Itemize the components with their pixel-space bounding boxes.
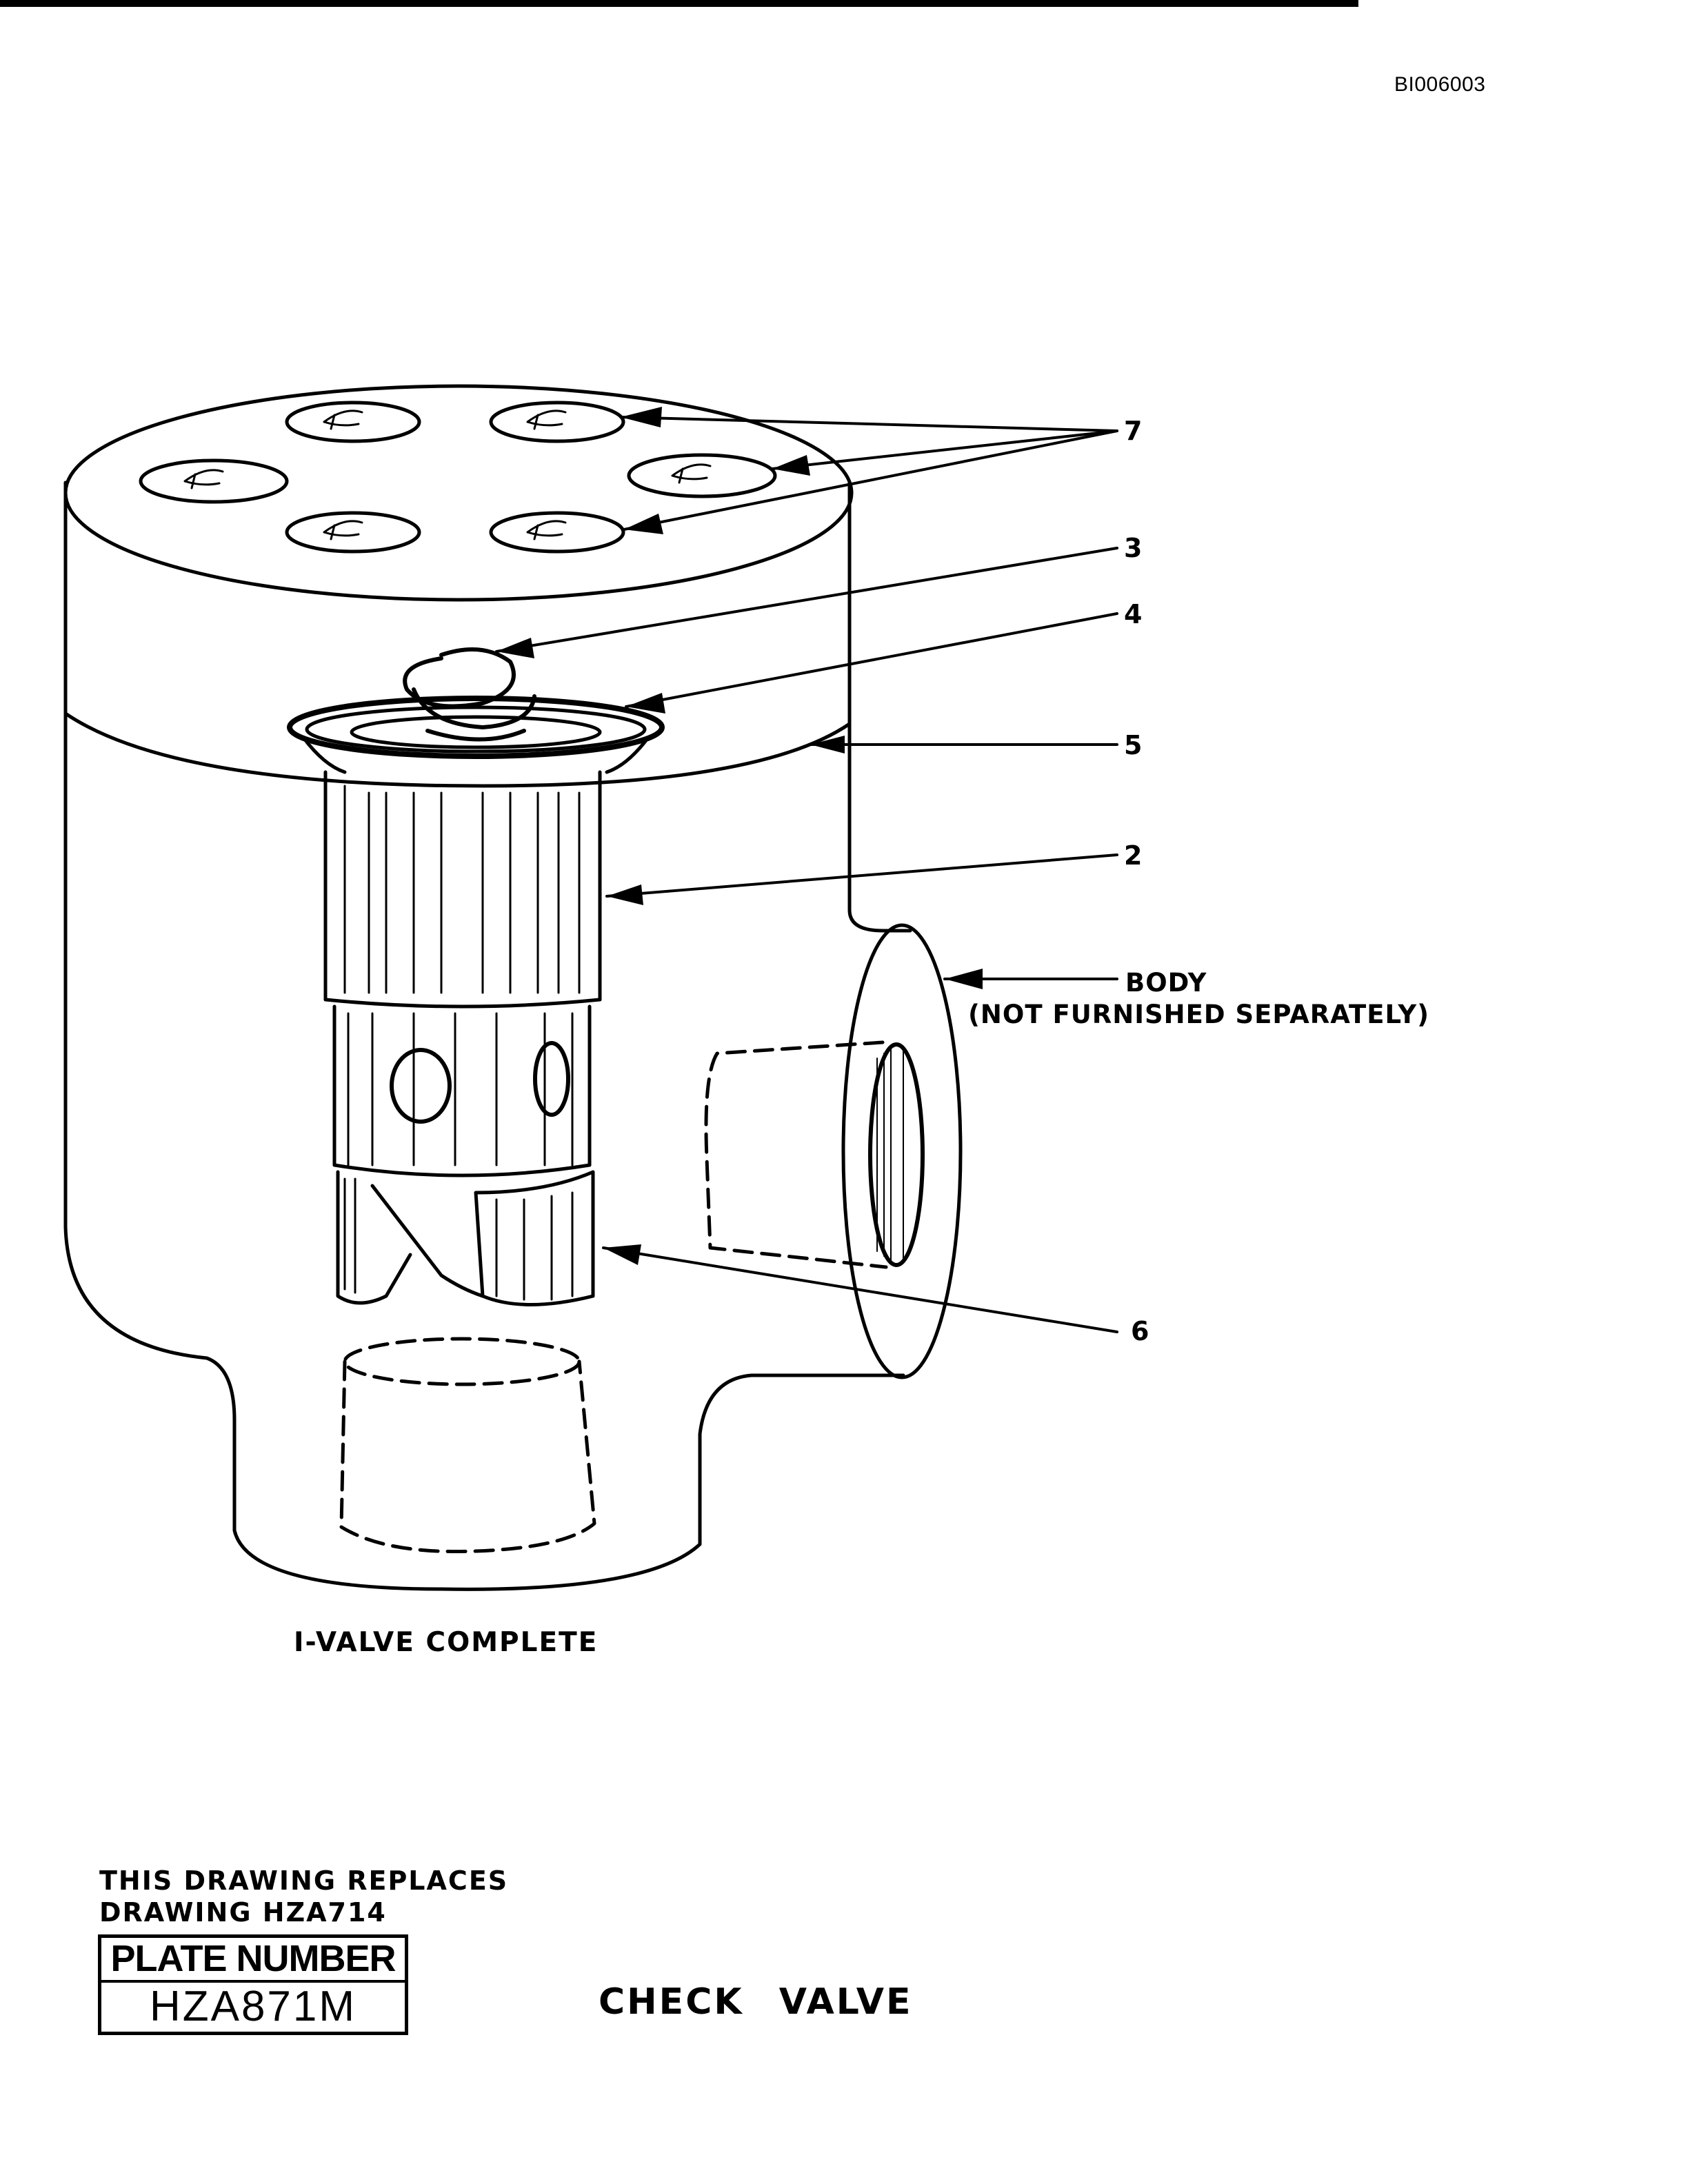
seat-ring — [287, 696, 665, 774]
callout-2: 2 — [1124, 840, 1143, 871]
replacement-note: THIS DRAWING REPLACES DRAWING HZA714 — [99, 1866, 508, 1928]
figure-caption: I-VALVE COMPLETE — [294, 1627, 599, 1658]
replacement-note-line1: THIS DRAWING REPLACES — [99, 1866, 509, 1896]
callout-6: 6 — [1131, 1316, 1149, 1346]
valve-body — [63, 384, 963, 1591]
drawing-title: CHECK VALVE — [599, 1981, 913, 2023]
leader-lines — [495, 416, 1118, 1333]
body-callout-line2: (NOT FURNISHED SEPARATELY) — [968, 1000, 1430, 1030]
spring — [403, 647, 536, 742]
valve-cage — [323, 770, 602, 1177]
body-callout: BODY (NOT FURNISHED SEPARATELY) — [968, 967, 1429, 1031]
plate-number-label: PLATE NUMBER — [101, 1938, 405, 1983]
callout-7: 7 — [1124, 416, 1143, 446]
callout-5: 5 — [1124, 730, 1143, 760]
top-border — [0, 0, 1358, 7]
body-callout-line1: BODY — [1125, 968, 1207, 998]
callout-3: 3 — [1124, 533, 1143, 563]
plate-number-box: PLATE NUMBER HZA871M — [98, 1934, 408, 2035]
document-id: BI006003 — [1394, 73, 1486, 96]
replacement-note-line2: DRAWING HZA714 — [99, 1897, 387, 1928]
plate-number-value: HZA871M — [149, 1982, 357, 2030]
leader-arrowheads — [496, 407, 983, 1265]
callout-4: 4 — [1124, 599, 1143, 629]
valve-disc — [336, 1170, 595, 1306]
cap-screws — [139, 401, 777, 554]
